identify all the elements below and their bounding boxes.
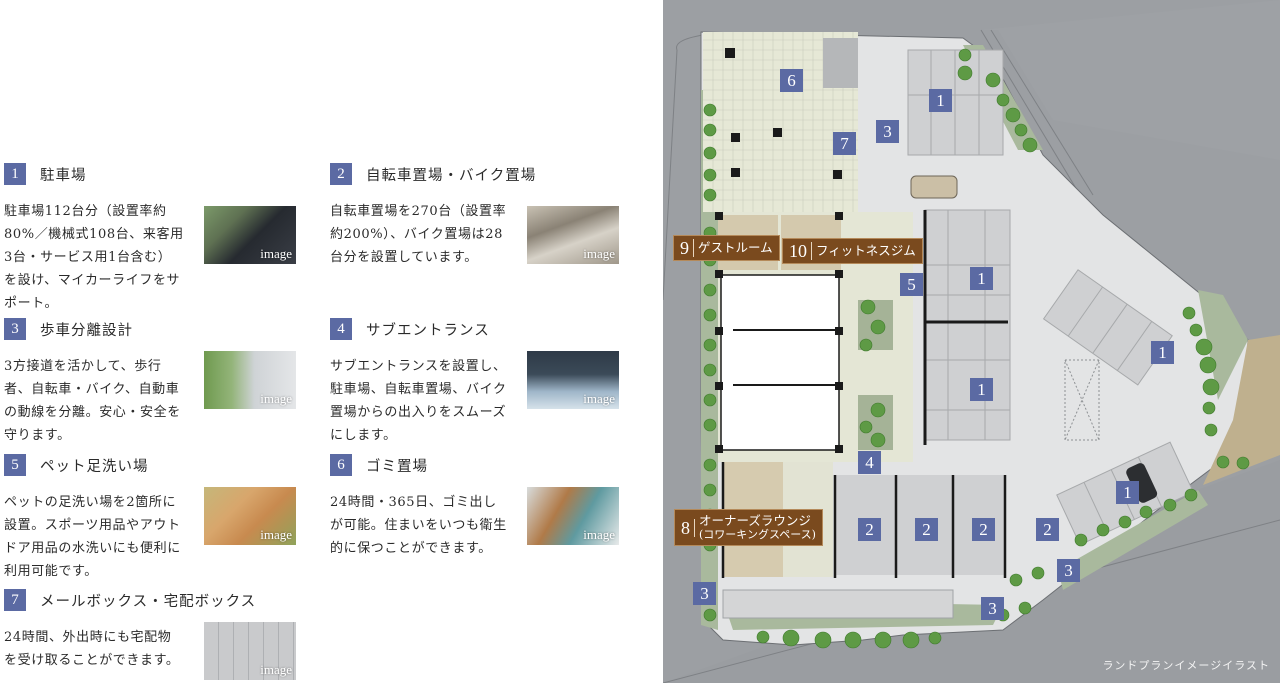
image-caption: image — [583, 391, 615, 406]
map-marker-pedestrian-separation[interactable]: 3 — [981, 597, 1004, 620]
feature-sub-entrance: 4 サブエントランス サブエントランスを設置し、駐車場、自転車置場、バイク置場か… — [330, 317, 630, 443]
room-number: 9 — [680, 239, 694, 257]
feature-title: 駐車場 — [40, 167, 87, 184]
feature-image: image — [204, 206, 296, 264]
image-caption: image — [260, 662, 292, 677]
room-name: オーナーズラウンジ — [699, 512, 811, 528]
map-marker-parking[interactable]: 1 — [1151, 341, 1174, 364]
feature-number-badge: 7 — [4, 589, 26, 611]
feature-title: サブエントランス — [366, 322, 490, 339]
feature-number-badge: 5 — [4, 454, 26, 476]
land-plan-map: 1 3 6 7 1 5 1 1 4 1 2 2 2 2 3 3 3 9 ゲストル… — [663, 0, 1280, 683]
feature-title: 自転車置場・バイク置場 — [366, 167, 537, 184]
feature-title: メールボックス・宅配ボックス — [40, 593, 257, 610]
map-marker-mailbox[interactable]: 7 — [833, 132, 856, 155]
feature-image: image — [527, 351, 619, 409]
map-marker-bicycle-parking[interactable]: 2 — [915, 518, 938, 541]
site-plan-drawing — [663, 0, 1280, 683]
map-marker-bicycle-parking[interactable]: 2 — [1036, 518, 1059, 541]
feature-number-badge: 4 — [330, 318, 352, 340]
feature-number-badge: 3 — [4, 318, 26, 340]
image-caption: image — [260, 391, 292, 406]
map-marker-parking[interactable]: 1 — [970, 267, 993, 290]
map-marker-parking[interactable]: 1 — [929, 89, 952, 112]
map-marker-bicycle-parking[interactable]: 2 — [858, 518, 881, 541]
feature-number-badge: 2 — [330, 163, 352, 185]
feature-description: 駐車場112台分（設置率約80%／機械式108台、来客用3台・サービス用1台含む… — [4, 204, 184, 311]
feature-description: 24時間、外出時にも宅配物を受け取ることができます。 — [4, 630, 180, 668]
map-marker-sub-entrance[interactable]: 4 — [858, 451, 881, 474]
room-number: 10 — [789, 242, 812, 260]
feature-title: ペット足洗い場 — [40, 458, 149, 475]
map-marker-pet-footbath[interactable]: 5 — [900, 273, 923, 296]
feature-number-badge: 6 — [330, 454, 352, 476]
map-marker-parking[interactable]: 1 — [1116, 481, 1139, 504]
image-caption: image — [583, 527, 615, 542]
feature-bicycle-parking: 2 自転車置場・バイク置場 自転車置場を270台（設置率約200%）、バイク置場… — [330, 162, 630, 265]
map-marker-garbage-station[interactable]: 6 — [780, 69, 803, 92]
map-marker-bicycle-parking[interactable]: 2 — [972, 518, 995, 541]
feature-description: 3方接道を活かして、歩行者、自転車・バイク、自動車の動線を分離。安心・安全を守り… — [4, 359, 181, 443]
feature-mailbox-delivery-box: 7 メールボックス・宅配ボックス 24時間、外出時にも宅配物を受け取ることができ… — [4, 588, 304, 680]
feature-description: サブエントランスを設置し、駐車場、自転車置場、バイク置場からの出入りをスムーズに… — [330, 359, 507, 443]
room-name: ゲストルーム — [698, 240, 773, 255]
image-caption: image — [260, 527, 292, 542]
map-marker-pedestrian-separation[interactable]: 3 — [1057, 559, 1080, 582]
room-label-guest-room[interactable]: 9 ゲストルーム — [673, 235, 780, 261]
room-name: フィットネスジム — [816, 243, 916, 258]
room-subname: (コワーキングスペース) — [699, 527, 816, 541]
feature-description: ペットの足洗い場を2箇所に設置。スポーツ用品やアウトドア用品の水洗いにも便利に利… — [4, 495, 181, 579]
feature-pet-footbath: 5 ペット足洗い場 ペットの足洗い場を2箇所に設置。スポーツ用品やアウトドア用品… — [4, 453, 304, 579]
feature-image: image — [204, 351, 296, 409]
feature-list: 1 駐車場 駐車場112台分（設置率約80%／機械式108台、来客用3台・サービ… — [4, 162, 630, 680]
room-label-owners-lounge[interactable]: 8 オーナーズラウンジ (コワーキングスペース) — [674, 509, 823, 546]
image-caption: image — [583, 246, 615, 261]
feature-image: image — [527, 206, 619, 264]
map-marker-parking[interactable]: 1 — [970, 378, 993, 401]
room-label-fitness-gym[interactable]: 10 フィットネスジム — [782, 238, 923, 264]
feature-description: 24時間・365日、ゴミ出しが可能。住まいをいつも衛生的に保つことができます。 — [330, 495, 507, 556]
illustration-caption: ランドプランイメージイラスト — [1102, 659, 1270, 672]
feature-title: 歩車分離設計 — [40, 322, 133, 339]
feature-image: image — [204, 622, 296, 680]
map-marker-pedestrian-separation[interactable]: 3 — [693, 582, 716, 605]
feature-image: image — [204, 487, 296, 545]
feature-parking: 1 駐車場 駐車場112台分（設置率約80%／機械式108台、来客用3台・サービ… — [4, 162, 304, 311]
feature-garbage-station: 6 ゴミ置場 24時間・365日、ゴミ出しが可能。住まいをいつも衛生的に保つこと… — [330, 453, 630, 556]
feature-number-badge: 1 — [4, 163, 26, 185]
feature-pedestrian-separation: 3 歩車分離設計 3方接道を活かして、歩行者、自転車・バイク、自動車の動線を分離… — [4, 317, 304, 443]
room-number: 8 — [681, 518, 695, 537]
feature-description: 自転車置場を270台（設置率約200%）、バイク置場は28台分を設置しています。 — [330, 204, 507, 265]
room-name-group: オーナーズラウンジ (コワーキングスペース) — [699, 512, 816, 542]
image-caption: image — [260, 246, 292, 261]
feature-image: image — [527, 487, 619, 545]
map-marker-pedestrian-separation[interactable]: 3 — [876, 120, 899, 143]
feature-title: ゴミ置場 — [366, 458, 428, 475]
